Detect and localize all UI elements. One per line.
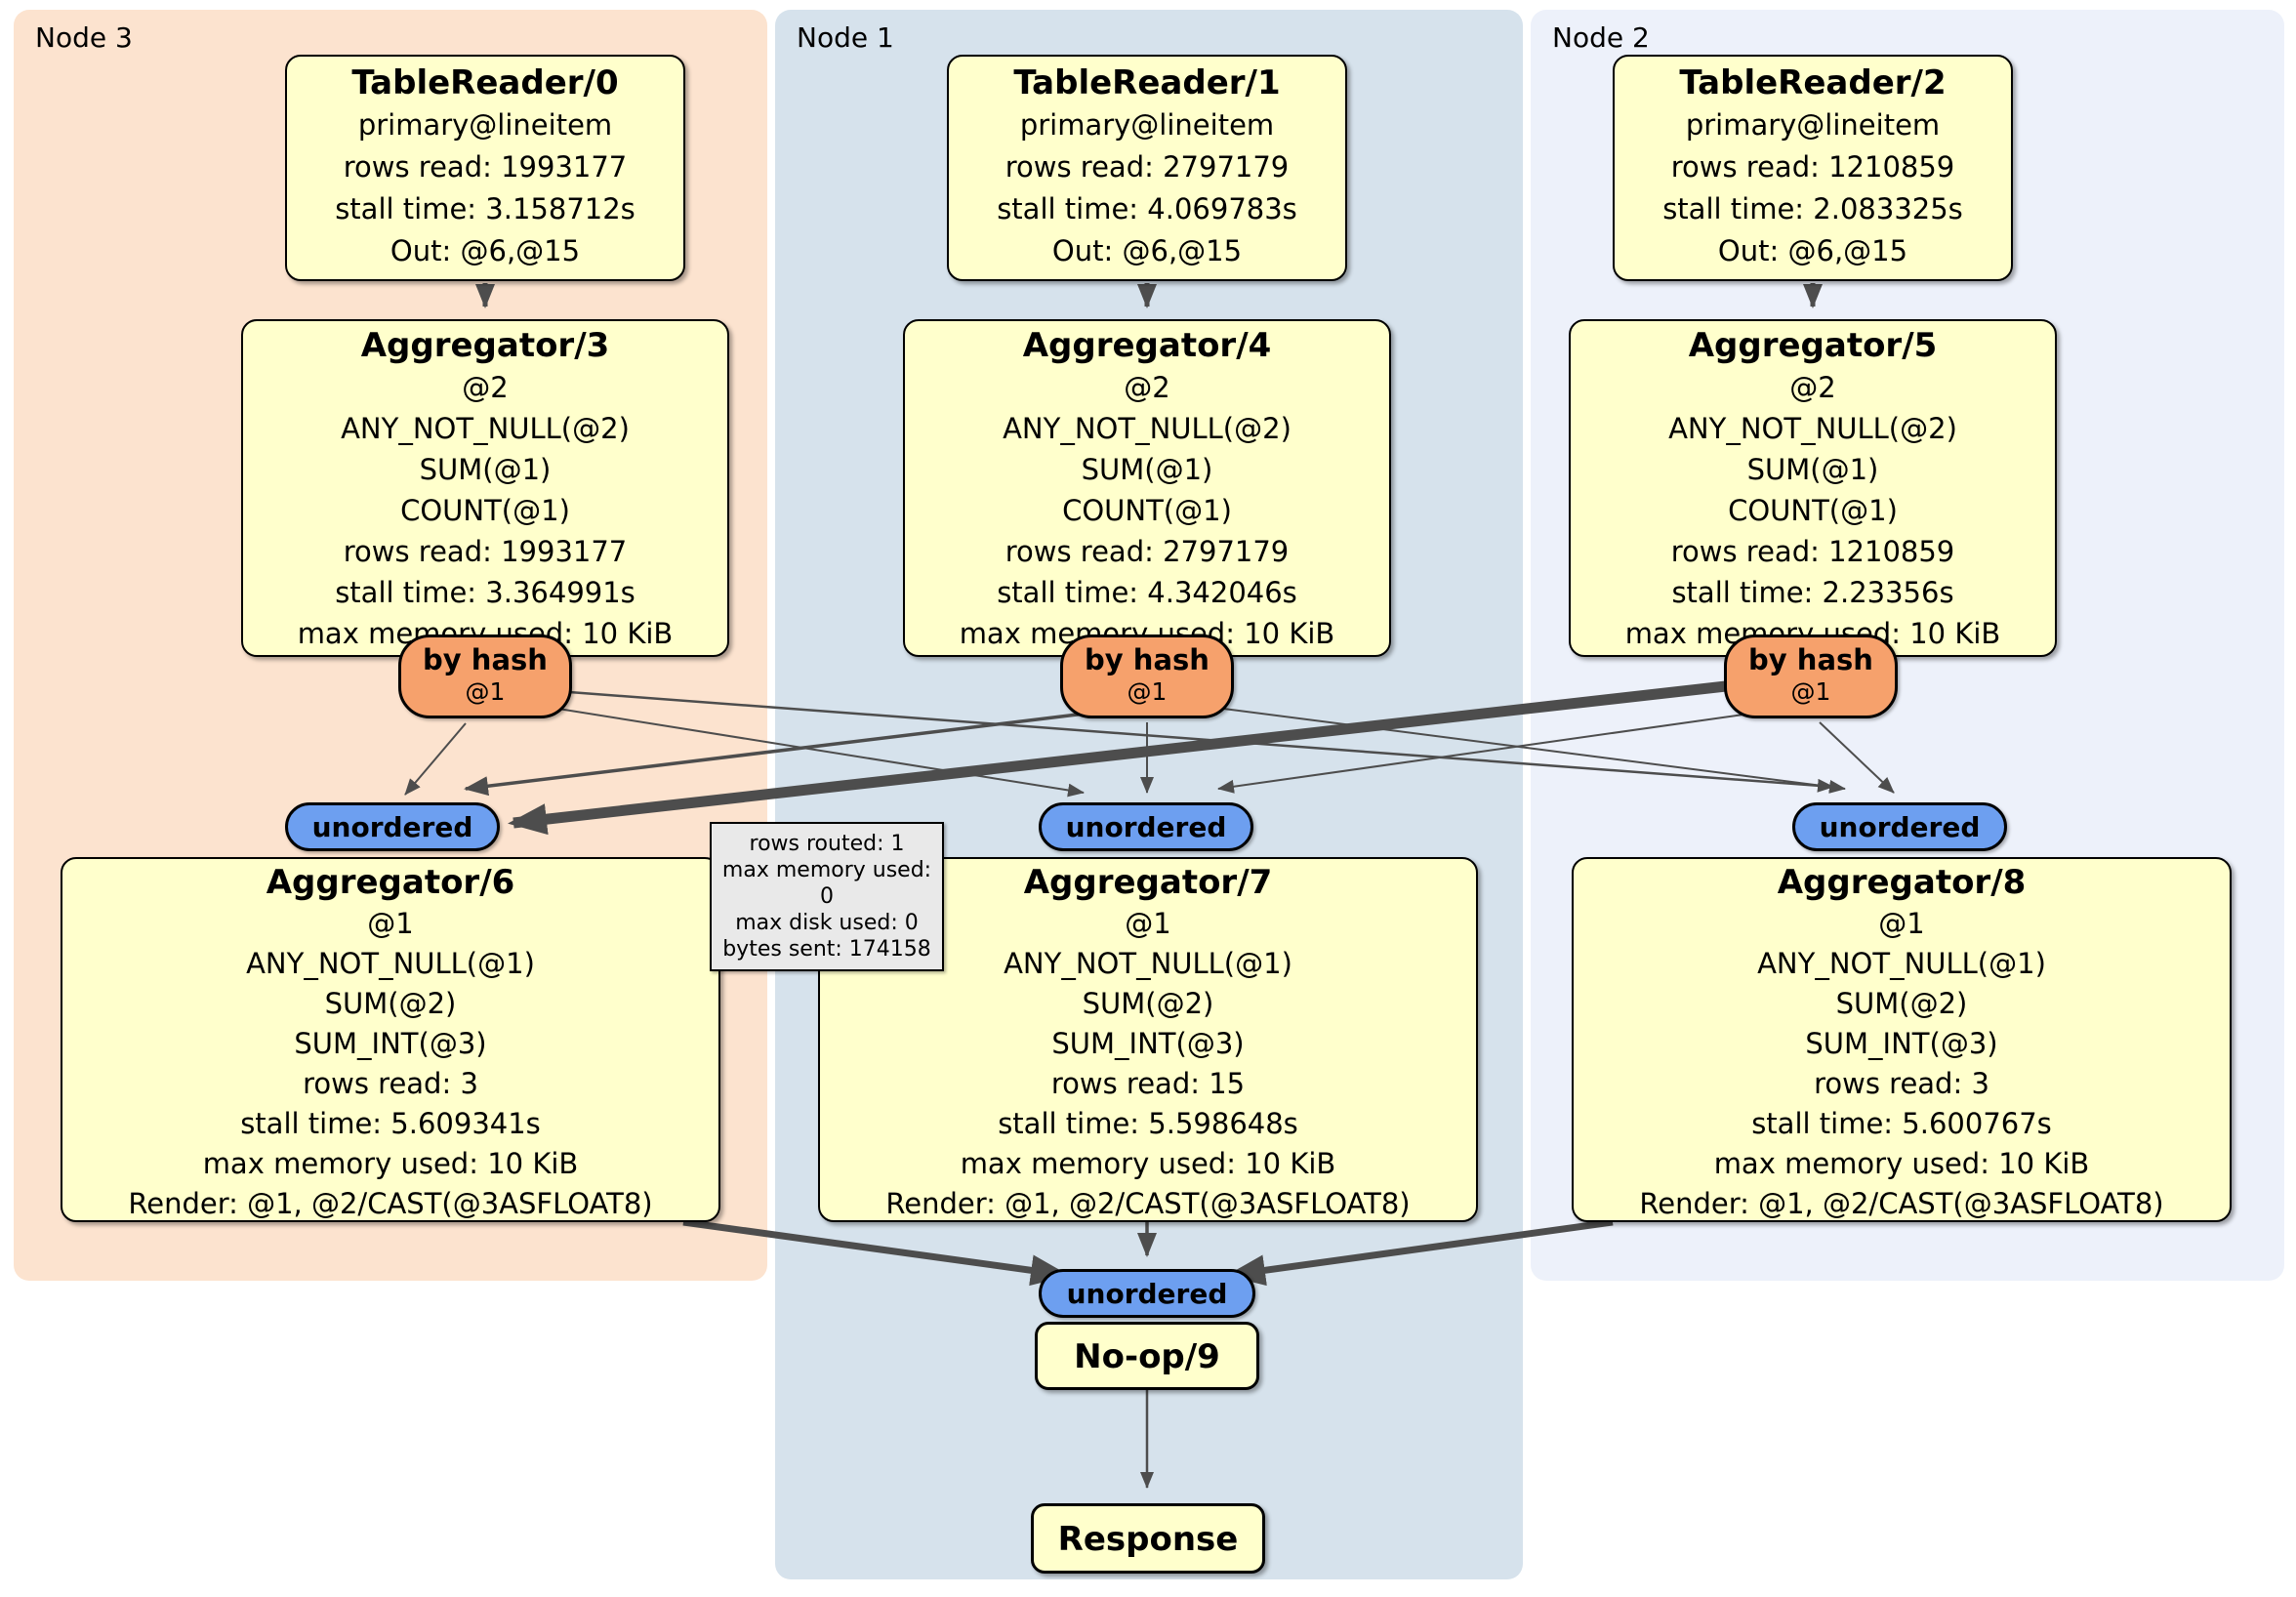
box-title: Aggregator/8 [1777,863,2027,902]
box-line: rows read: 2797179 [1004,535,1290,568]
box-line: COUNT(@1) [400,494,570,527]
box-line: SUM_INT(@3) [294,1027,487,1060]
box-line: ANY_NOT_NULL(@2) [1668,412,1957,445]
tooltip-line: max memory used: 0 [721,858,932,909]
aggregator-box: Aggregator/4 @2 ANY_NOT_NULL(@2) SUM(@1)… [903,319,1391,657]
box-line: SUM(@1) [1746,453,1879,486]
box-title: TableReader/0 [351,63,619,102]
hash-router: by hash @1 [1060,635,1234,718]
box-line: rows read: 3 [1814,1067,1989,1100]
box-line: primary@lineitem [1685,108,1941,142]
box-line: @1 [367,907,414,940]
box-line: ANY_NOT_NULL(@2) [1003,412,1292,445]
box-line: max memory used: 10 KiB [1713,1147,2090,1180]
box-line: rows read: 2797179 [1004,150,1290,184]
box-line: SUM(@2) [1835,987,1968,1020]
box-title: TableReader/1 [1013,63,1281,102]
box-line: ANY_NOT_NULL(@2) [341,412,630,445]
box-line: SUM_INT(@3) [1805,1027,1998,1060]
box-line: rows read: 1210859 [1670,150,1955,184]
box-line: Render: @1, @2/CAST(@3ASFLOAT8) [885,1187,1411,1220]
node-label: Node 1 [797,21,894,54]
response-box: Response [1031,1503,1265,1574]
box-line: Render: @1, @2/CAST(@3ASFLOAT8) [128,1187,653,1220]
box-line: Render: @1, @2/CAST(@3ASFLOAT8) [1639,1187,2164,1220]
box-line: SUM(@1) [1081,453,1213,486]
tooltip-line: rows routed: 1 [749,832,905,856]
box-line: @2 [1124,371,1170,404]
box-line: primary@lineitem [357,108,613,142]
box-line: rows read: 1993177 [343,535,628,568]
hash-router: by hash @1 [1724,635,1898,718]
aggregator-box: Aggregator/5 @2 ANY_NOT_NULL(@2) SUM(@1)… [1569,319,2057,657]
box-line: @1 [1125,907,1171,940]
box-title: Aggregator/5 [1688,326,1938,365]
box-title: Aggregator/6 [266,863,515,902]
final-aggregator-box: Aggregator/8 @1 ANY_NOT_NULL(@1) SUM(@2)… [1572,857,2232,1222]
sink-unordered-stream-pill: unordered [1039,1269,1255,1318]
hash-router-arg: @1 [1127,677,1168,706]
table-reader-box: TableReader/1 primary@lineitem rows read… [947,55,1347,281]
node-label: Node 2 [1552,21,1650,54]
tooltip-line: max disk used: 0 [735,911,919,935]
box-line: stall time: 3.158712s [335,192,636,225]
hash-router-label: by hash [1085,643,1210,676]
box-line: Out: @6,@15 [1051,234,1243,267]
box-line: max memory used: 10 KiB [202,1147,579,1180]
box-line: ANY_NOT_NULL(@1) [1757,947,2046,980]
box-line: stall time: 2.083325s [1662,192,1963,225]
hash-router-label: by hash [423,643,548,676]
box-line: @1 [1878,907,1925,940]
box-line: rows read: 15 [1050,1067,1246,1100]
box-line: stall time: 5.609341s [240,1107,541,1140]
box-title: TableReader/2 [1679,63,1947,102]
hash-router-arg: @1 [1790,677,1831,706]
router-stats-tooltip: rows routed: 1 max memory used: 0 max di… [710,822,944,971]
unordered-stream-pill: unordered [1792,802,2007,851]
box-line: Out: @6,@15 [1717,234,1908,267]
unordered-stream-pill: unordered [285,802,500,851]
box-line: stall time: 4.342046s [997,576,1297,609]
box-line: max memory used: 10 KiB [960,1147,1336,1180]
unordered-stream-pill: unordered [1039,802,1253,851]
final-aggregator-box: Aggregator/6 @1 ANY_NOT_NULL(@1) SUM(@2)… [61,857,720,1222]
box-line: SUM_INT(@3) [1051,1027,1245,1060]
box-line: primary@lineitem [1019,108,1275,142]
tooltip-line: bytes sent: 174158 [722,937,931,962]
box-line: rows read: 1210859 [1670,535,1955,568]
hash-router-label: by hash [1748,643,1873,676]
hash-router-arg: @1 [465,677,506,706]
box-line: Out: @6,@15 [390,234,581,267]
hash-router: by hash @1 [398,635,572,718]
table-reader-box: TableReader/2 primary@lineitem rows read… [1613,55,2013,281]
box-title: Aggregator/4 [1022,326,1272,365]
box-line: SUM(@1) [419,453,552,486]
table-reader-box: TableReader/0 primary@lineitem rows read… [285,55,685,281]
box-line: stall time: 4.069783s [997,192,1297,225]
box-line: stall time: 3.364991s [335,576,636,609]
box-line: @2 [1789,371,1836,404]
box-line: stall time: 5.598648s [998,1107,1298,1140]
box-title: Aggregator/3 [360,326,610,365]
box-line: stall time: 5.600767s [1751,1107,2052,1140]
box-line: COUNT(@1) [1728,494,1898,527]
box-line: ANY_NOT_NULL(@1) [1004,947,1292,980]
box-line: ANY_NOT_NULL(@1) [246,947,535,980]
box-line: rows read: 3 [303,1067,478,1100]
box-line: COUNT(@1) [1062,494,1232,527]
box-title: Aggregator/7 [1023,863,1273,902]
box-line: SUM(@2) [324,987,457,1020]
aggregator-box: Aggregator/3 @2 ANY_NOT_NULL(@2) SUM(@1)… [241,319,729,657]
box-line: stall time: 2.23356s [1671,576,1954,609]
box-line: rows read: 1993177 [343,150,628,184]
box-line: SUM(@2) [1082,987,1214,1020]
box-line: @2 [462,371,509,404]
noop-box: No-op/9 [1035,1322,1259,1390]
node-label: Node 3 [35,21,133,54]
